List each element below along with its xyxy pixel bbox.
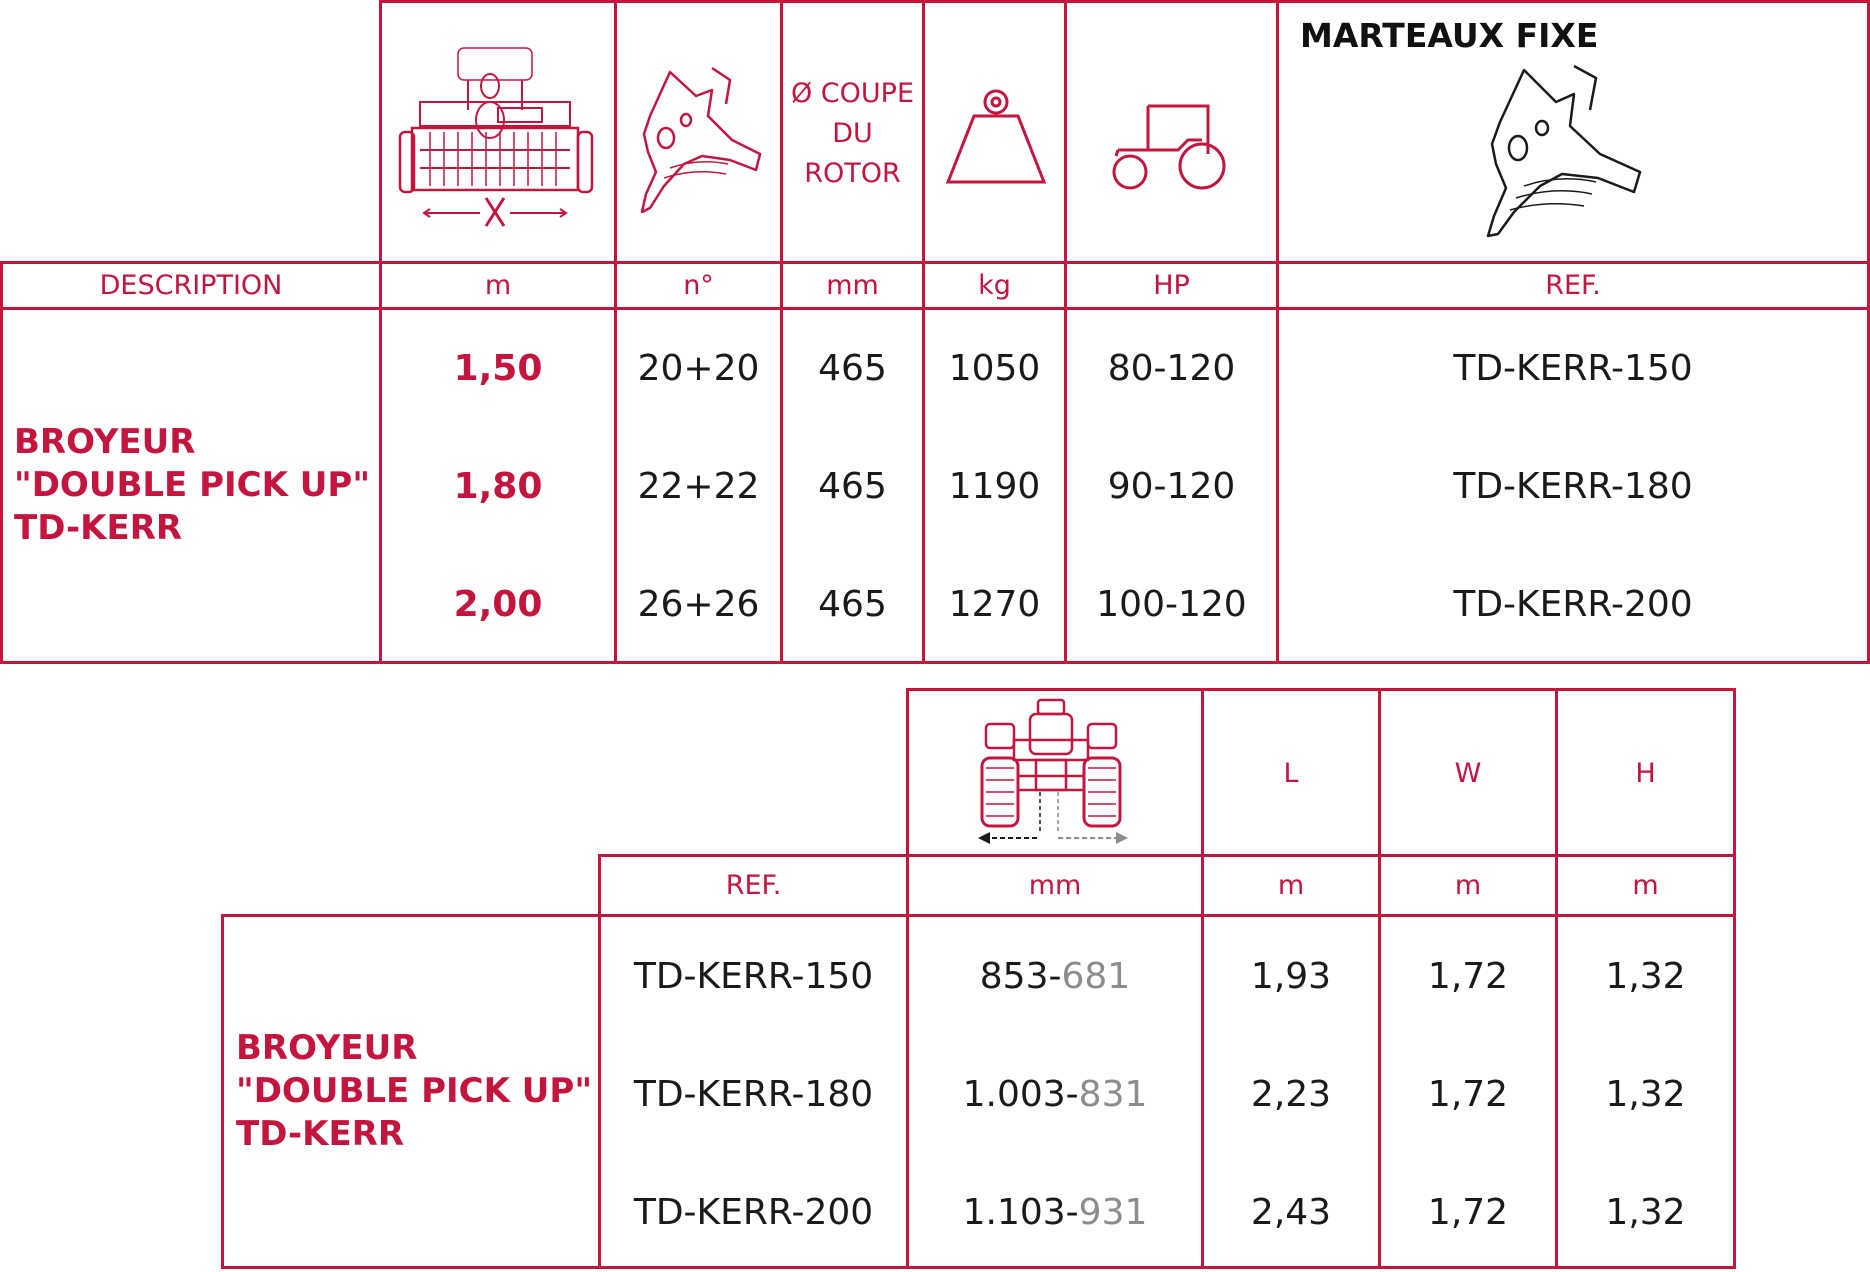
rotor-cut-label: Ø COUPE DU ROTOR — [790, 78, 915, 189]
length-value: 2,23 — [1250, 1073, 1332, 1115]
offset-value-a: 1.103- — [962, 1191, 1079, 1233]
units-height: m — [1632, 870, 1659, 901]
units-ref: REF. — [1545, 270, 1601, 301]
table2-header-divider — [598, 854, 1736, 857]
table1-top-border — [380, 0, 1870, 3]
rotor-value: 465 — [818, 465, 887, 507]
power-value: 100-120 — [1096, 583, 1247, 625]
table1-col-divider — [614, 0, 617, 664]
rotor-value: 465 — [818, 347, 887, 389]
table1-col-divider — [780, 0, 783, 664]
height-value: 1,32 — [1605, 1073, 1686, 1115]
table2-col-divider — [598, 854, 601, 1269]
units-power: HP — [1153, 270, 1190, 301]
table2-col-divider — [1201, 688, 1204, 1269]
product-description: BROYEUR "DOUBLE PICK UP" TD-KERR — [236, 917, 602, 1266]
ref-value: TD-KERR-150 — [1453, 347, 1693, 389]
product-description: BROYEUR "DOUBLE PICK UP" TD-KERR — [14, 310, 384, 661]
weight-value: 1050 — [948, 347, 1041, 389]
rotor-value: 465 — [818, 583, 887, 625]
table1-col-divider — [922, 0, 925, 664]
table2-top-border — [906, 688, 1736, 691]
power-value: 80-120 — [1107, 347, 1236, 389]
table1-col-divider — [1064, 0, 1067, 664]
hammers-title: MARTEAUX FIXE — [1300, 16, 1599, 55]
units-length: m — [1277, 870, 1305, 901]
offset-value-a: 1.003- — [962, 1073, 1079, 1115]
height-value: 1,32 — [1605, 1191, 1686, 1233]
width-value: 1,72 — [1427, 1073, 1509, 1115]
width-value: 1,80 — [453, 465, 543, 507]
length-label: L — [1283, 757, 1299, 789]
offset-value-b: 681 — [1061, 955, 1131, 997]
table1-bottom-border — [0, 661, 1870, 664]
description-line: BROYEUR — [14, 422, 196, 462]
table1-units-divider — [0, 307, 1870, 310]
table1-header-divider — [0, 261, 1870, 264]
offset-value-b: 831 — [1078, 1073, 1148, 1115]
width-value: 1,72 — [1427, 1191, 1509, 1233]
table2-col-divider — [906, 688, 909, 1269]
offset-value-a: 853- — [979, 955, 1062, 997]
table2-bottom-border — [221, 1266, 1736, 1269]
units-offset: mm — [1028, 870, 1082, 901]
units-width: m — [1454, 870, 1482, 901]
ref-value: TD-KERR-150 — [633, 955, 874, 997]
description-line: TD-KERR — [14, 508, 183, 548]
width-value: 2,00 — [453, 583, 543, 625]
ref-value: TD-KERR-200 — [633, 1191, 874, 1233]
description-line: TD-KERR — [236, 1114, 405, 1154]
table2-left-border — [221, 914, 224, 1269]
weight-value: 1190 — [948, 465, 1041, 507]
offset-value: 853-681 — [909, 928, 1201, 1024]
units-weight: kg — [978, 270, 1011, 301]
description-line: "DOUBLE PICK UP" — [236, 1071, 593, 1111]
hammers-value: 26+26 — [637, 583, 760, 625]
ref-value: TD-KERR-180 — [633, 1073, 874, 1115]
ref-value: TD-KERR-180 — [1453, 465, 1693, 507]
length-value: 2,43 — [1250, 1191, 1332, 1233]
ref-value: TD-KERR-200 — [1453, 583, 1693, 625]
description-line: BROYEUR — [236, 1028, 418, 1068]
table2-col-divider — [1555, 688, 1558, 1269]
table2-right-border — [1733, 688, 1736, 1269]
units-description: DESCRIPTION — [99, 270, 283, 301]
table1-left-border — [0, 261, 3, 664]
tractor-offset-icon — [976, 696, 1136, 848]
units-width: m — [484, 270, 512, 301]
table1-col-divider — [1276, 0, 1279, 664]
description-line: "DOUBLE PICK UP" — [14, 465, 371, 505]
units-hammers: n° — [683, 270, 714, 301]
length-value: 1,93 — [1250, 955, 1332, 997]
width-value: 1,72 — [1427, 955, 1509, 997]
tractor-icon — [1108, 96, 1232, 196]
fixed-hammer-icon — [1480, 56, 1650, 240]
units-ref: REF. — [725, 870, 782, 901]
offset-value-b: 931 — [1078, 1191, 1148, 1233]
hammers-value: 22+22 — [637, 465, 760, 507]
hammers-value: 20+20 — [637, 347, 760, 389]
weight-value: 1270 — [948, 583, 1041, 625]
hammer-icon — [634, 60, 764, 220]
table2-col-divider — [1378, 688, 1381, 1269]
mower-width-icon — [390, 40, 606, 240]
units-rotor: mm — [826, 270, 879, 301]
table1-right-border — [1867, 0, 1870, 664]
weight-icon — [944, 88, 1048, 188]
power-value: 90-120 — [1107, 465, 1236, 507]
height-value: 1,32 — [1605, 955, 1686, 997]
offset-value: 1.103-931 — [909, 1164, 1201, 1260]
table2-units-divider — [221, 914, 1736, 917]
offset-value: 1.003-831 — [909, 1046, 1201, 1142]
width-value: 1,50 — [453, 347, 543, 389]
width-label: W — [1454, 757, 1482, 789]
height-label: H — [1635, 757, 1656, 789]
table1-col-divider — [379, 0, 382, 664]
